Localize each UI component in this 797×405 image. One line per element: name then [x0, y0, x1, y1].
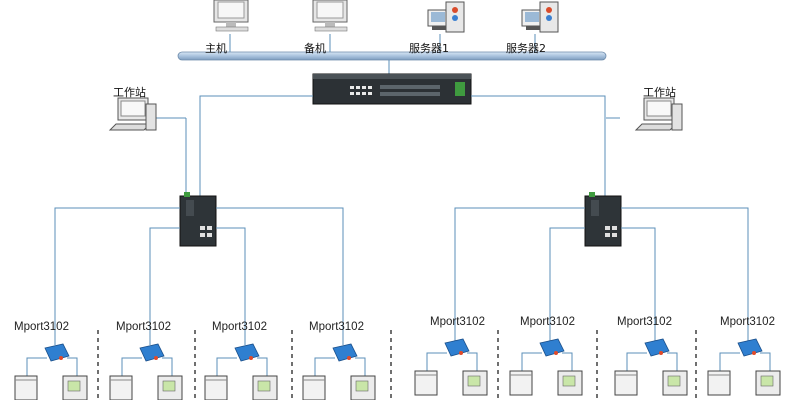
terminal-icon: [14, 375, 38, 401]
edge-switch-right-icon: [584, 192, 622, 247]
core-switch-icon: [312, 73, 472, 105]
terminal-icon: [109, 375, 133, 401]
terminal-links: [426, 352, 478, 371]
terminal-links: [216, 357, 268, 376]
terminal-links: [121, 357, 173, 376]
device-server-label: Mport3102: [116, 321, 171, 333]
terminal-links: [719, 352, 771, 371]
server2-label: 服务器2: [506, 42, 546, 55]
backbone-bus: [177, 51, 607, 61]
terminal-screen-icon: [62, 375, 88, 401]
terminal-icon: [614, 370, 638, 396]
mport-device-icon: [139, 343, 165, 362]
mport-device-icon: [234, 343, 260, 362]
terminal-screen-icon: [557, 370, 583, 396]
mport-device-icon: [644, 338, 670, 357]
server1-icon: [427, 1, 465, 33]
terminal-screen-icon: [462, 370, 488, 396]
mport-device-icon: [737, 338, 763, 357]
left-branch-links: [54, 207, 344, 345]
edge-switch-left-icon: [179, 192, 217, 247]
terminal-icon: [414, 370, 438, 396]
terminal-links: [26, 357, 78, 376]
terminal-links: [314, 357, 366, 376]
mport-device-icon: [444, 338, 470, 357]
terminal-icon: [509, 370, 533, 396]
backup-computer-icon: [312, 0, 348, 32]
terminal-links: [521, 352, 573, 371]
right-branch-links: [454, 207, 749, 345]
device-server-label: Mport3102: [309, 321, 364, 333]
terminal-screen-icon: [755, 370, 781, 396]
host-label: 主机: [205, 42, 227, 55]
terminal-screen-icon: [157, 375, 183, 401]
workstation-left-label: 工作站: [113, 86, 146, 99]
terminal-screen-icon: [252, 375, 278, 401]
workstation-right-icon: [634, 97, 683, 131]
terminal-links: [626, 352, 678, 371]
mport-device-icon: [44, 343, 70, 362]
terminal-screen-icon: [350, 375, 376, 401]
workstation-right-label: 工作站: [643, 86, 676, 99]
device-server-label: Mport3102: [617, 316, 672, 328]
group-separators: [97, 330, 697, 400]
device-server-label: Mport3102: [720, 316, 775, 328]
device-server-label: Mport3102: [520, 316, 575, 328]
server1-label: 服务器1: [409, 42, 449, 55]
device-server-label: Mport3102: [14, 321, 69, 333]
mport-device-icon: [539, 338, 565, 357]
top-drops: [229, 34, 536, 74]
core-uplinks: [150, 95, 620, 200]
mport-device-icon: [332, 343, 358, 362]
server2-icon: [521, 1, 559, 33]
terminal-icon: [302, 375, 326, 401]
device-server-label: Mport3102: [212, 321, 267, 333]
host-computer-icon: [213, 0, 249, 32]
device-server-label: Mport3102: [430, 316, 485, 328]
terminal-screen-icon: [662, 370, 688, 396]
terminal-icon: [707, 370, 731, 396]
terminal-icon: [204, 375, 228, 401]
backup-label: 备机: [304, 42, 326, 55]
workstation-left-icon: [108, 97, 157, 131]
